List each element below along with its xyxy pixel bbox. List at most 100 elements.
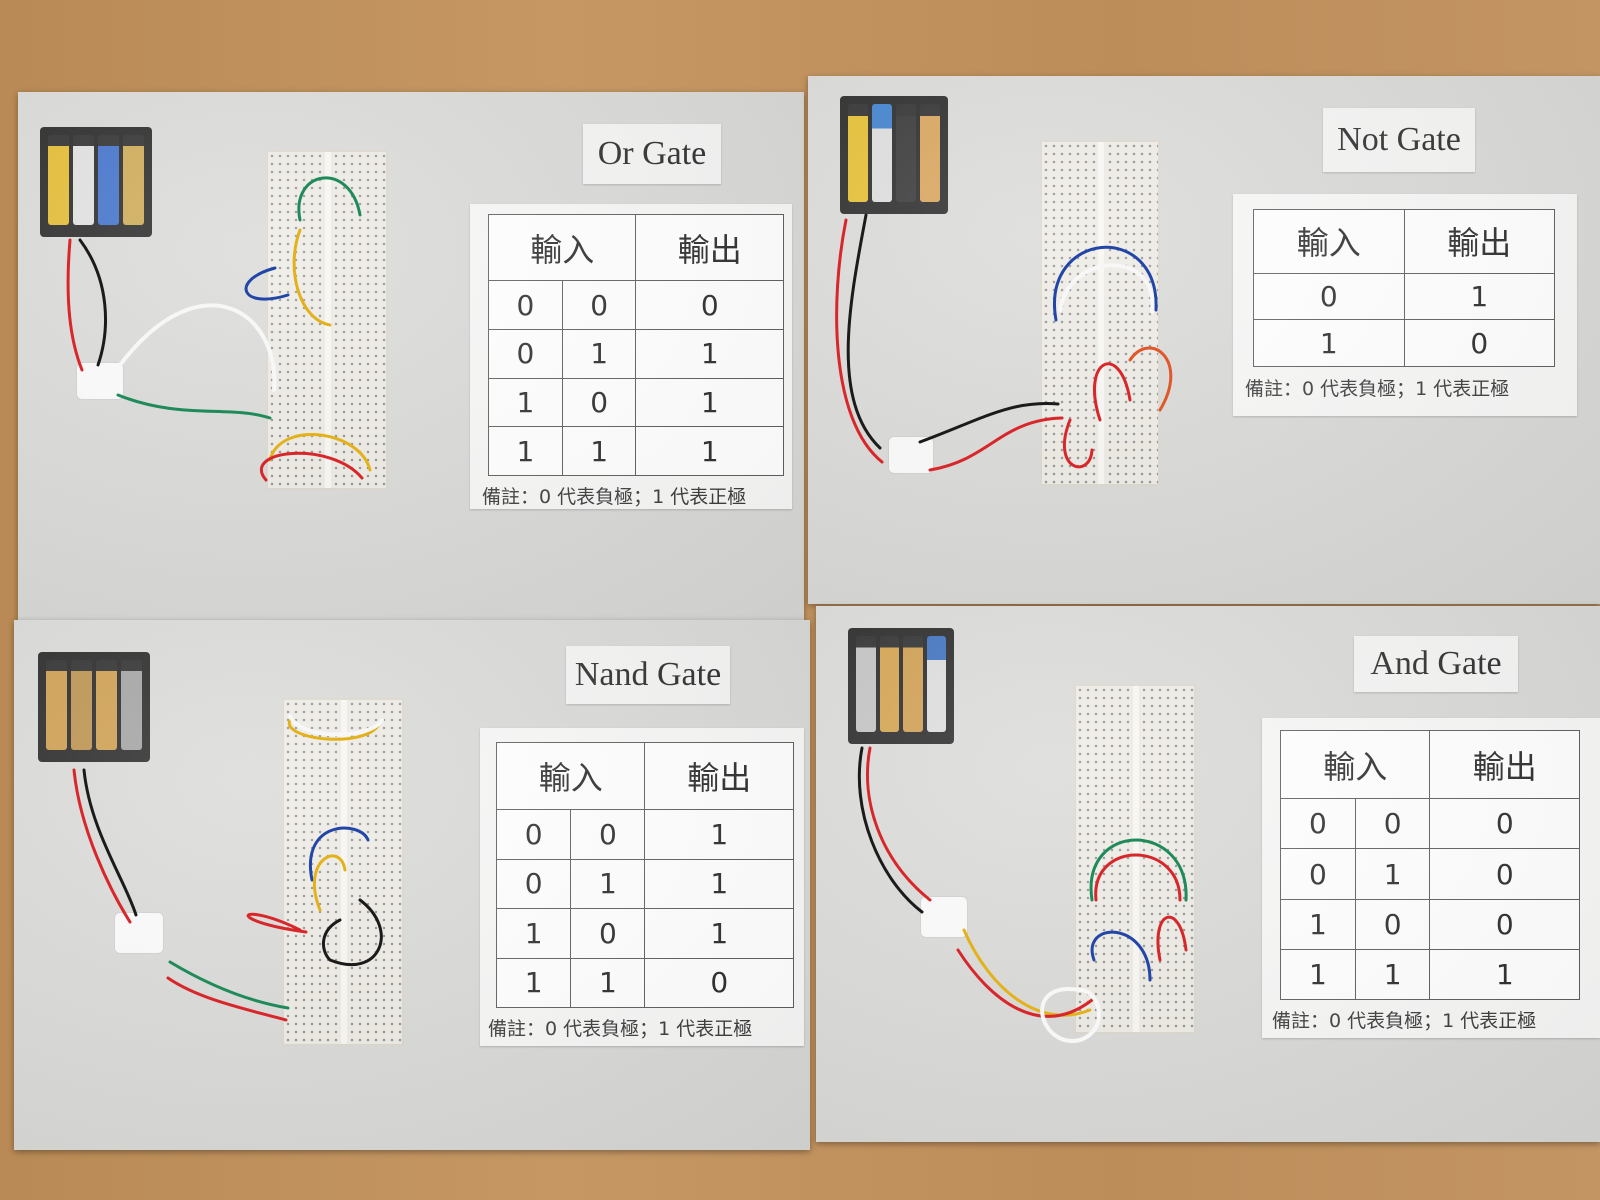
table-note: 備註：0 代表負極；1 代表正極	[1272, 1010, 1537, 1032]
breadboard	[1074, 684, 1196, 1034]
table-cell: 1	[570, 957, 646, 1009]
wire-connector	[76, 362, 124, 400]
table-cell: 0	[488, 328, 563, 379]
table-cell: 1	[1354, 948, 1431, 1001]
gate-title: Nand Gate	[574, 656, 722, 693]
table-cell: 1	[635, 377, 784, 428]
table-cell: 1	[561, 328, 637, 379]
battery-pack	[840, 96, 948, 214]
board-not-gate: Not Gate 輸入 輸出 0 1 1 0 備註：0 代表負極；1 代表正極	[808, 76, 1600, 604]
table-cell: 1	[1280, 948, 1356, 1001]
battery-cell	[903, 636, 923, 732]
table-cell: 0	[1354, 798, 1431, 850]
table-note: 備註：0 代表負極；1 代表正極	[488, 1018, 753, 1040]
truth-table: 輸入 輸出 0 0 0 0 1 0 1 0 0 1 1 1	[1279, 729, 1580, 1001]
wire-connector	[920, 896, 968, 938]
table-cell: 0	[1429, 848, 1580, 900]
table-cell: 0	[561, 377, 637, 428]
table-row: 0 1 1	[495, 858, 794, 910]
table-cell: 1	[1403, 272, 1555, 321]
table-cell: 0	[570, 809, 646, 860]
table-cell: 1	[495, 957, 572, 1009]
board-or-gate: Or Gate 輸入 輸出 0 0 0 0 1 1 1 0 1	[18, 92, 804, 620]
table-cell: 0	[1354, 898, 1431, 950]
battery-cell	[46, 660, 67, 750]
table-row: 0 0 1	[495, 809, 794, 860]
table-cell: 1	[1280, 898, 1356, 950]
table-cell: 1	[644, 809, 794, 860]
battery-cell	[71, 660, 92, 750]
battery-cell	[121, 660, 142, 750]
table-cell: 0	[495, 858, 572, 910]
table-row: 1 1 1	[1280, 948, 1580, 1001]
table-cell: 1	[488, 377, 563, 428]
truth-table-card: 輸入 輸出 0 0 0 0 1 0 1 0 0 1 1 1	[1262, 718, 1600, 1038]
output-header: 輸出	[1429, 729, 1580, 800]
board-nand-gate: Nand Gate 輸入 輸出 0 0 1 0 1 1 1 0 1	[14, 620, 810, 1150]
battery-cell	[73, 135, 94, 225]
input-header: 輸入	[487, 213, 637, 282]
table-row: 1 0 0	[1280, 898, 1580, 950]
board-and-gate: And Gate 輸入 輸出 0 0 0 0 1 0 1 0 0	[816, 606, 1600, 1142]
table-row: 1 0 1	[495, 908, 794, 959]
gate-title: And Gate	[1370, 645, 1502, 682]
table-cell: 0	[561, 280, 637, 330]
table-cell: 0	[635, 280, 784, 330]
battery-cell	[926, 636, 946, 732]
input-header: 輸入	[1253, 209, 1405, 274]
table-cell: 1	[488, 426, 563, 476]
table-cell: 0	[488, 280, 563, 330]
battery-cell	[920, 104, 940, 202]
wire-connector	[114, 912, 164, 954]
table-cell: 1	[1253, 319, 1405, 367]
gate-title-card: Or Gate	[583, 124, 721, 184]
table-row: 0 1 1	[488, 328, 784, 379]
table-row: 1 1 0	[495, 957, 794, 1009]
input-header: 輸入	[1279, 729, 1431, 800]
battery-cell	[98, 135, 119, 225]
battery-cell	[96, 660, 117, 750]
battery-cell	[848, 104, 868, 202]
table-row: 1 0	[1253, 319, 1555, 367]
table-cell: 0	[570, 908, 646, 959]
table-cell: 0	[1429, 898, 1580, 950]
gate-title-card: And Gate	[1354, 636, 1518, 692]
breadboard	[282, 698, 404, 1046]
table-cell: 1	[1429, 948, 1580, 1001]
battery-pack	[38, 652, 150, 762]
battery-pack	[40, 127, 152, 237]
output-header: 輸出	[635, 213, 784, 282]
table-cell: 0	[1280, 798, 1356, 850]
table-cell: 1	[635, 328, 784, 379]
table-cell: 0	[644, 957, 794, 1009]
truth-table-card: 輸入 輸出 0 1 1 0 備註：0 代表負極；1 代表正極	[1233, 194, 1577, 416]
truth-table-card: 輸入 輸出 0 0 0 0 1 1 1 0 1 1 1 1	[470, 204, 792, 509]
table-cell: 0	[1253, 272, 1405, 321]
wire-connector	[888, 436, 934, 474]
battery-cell	[856, 636, 876, 732]
truth-table-card: 輸入 輸出 0 0 1 0 1 1 1 0 1 1 1 0	[480, 728, 804, 1046]
table-row: 0 0 0	[488, 280, 784, 330]
table-note: 備註：0 代表負極；1 代表正極	[482, 486, 747, 508]
output-header: 輸出	[644, 741, 794, 811]
table-row: 0 0 0	[1280, 798, 1580, 850]
gate-title-card: Not Gate	[1323, 108, 1475, 172]
battery-cell	[896, 104, 916, 202]
gate-title-card: Nand Gate	[566, 646, 730, 704]
table-row: 1 0 1	[488, 377, 784, 428]
table-cell: 1	[644, 858, 794, 910]
table-row: 1 1 1	[488, 426, 784, 476]
table-cell: 1	[644, 908, 794, 959]
breadboard	[266, 150, 388, 490]
battery-cell	[123, 135, 144, 225]
table-cell: 1	[561, 426, 637, 476]
output-header: 輸出	[1403, 209, 1555, 274]
table-cell: 0	[495, 809, 572, 860]
battery-cell	[879, 636, 899, 732]
table-cell: 1	[635, 426, 784, 476]
table-row: 0 1	[1253, 272, 1555, 321]
table-row: 0 1 0	[1280, 848, 1580, 900]
truth-table: 輸入 輸出 0 0 0 0 1 1 1 0 1 1 1 1	[487, 213, 784, 476]
table-cell: 1	[495, 908, 572, 959]
breadboard	[1040, 140, 1160, 486]
